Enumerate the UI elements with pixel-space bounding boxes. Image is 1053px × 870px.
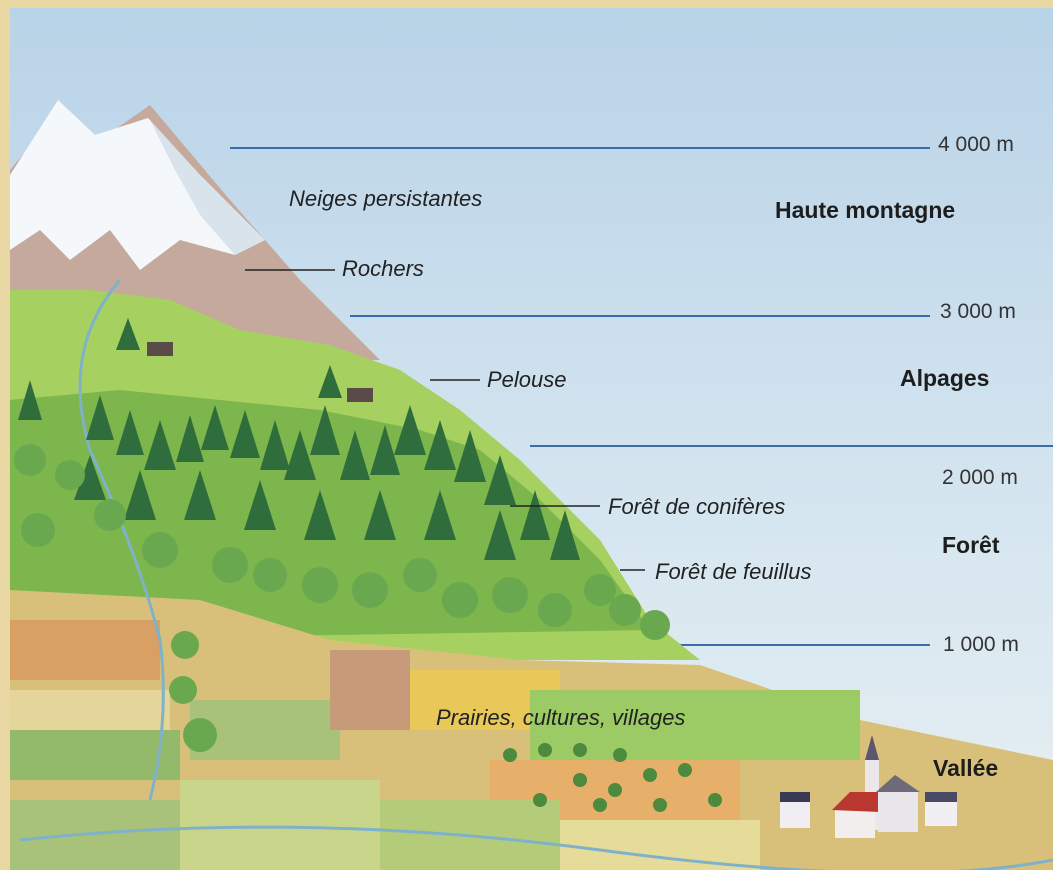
altitude-2000-label: 2 000 m [942,466,1018,489]
zone-vallee: Vallée [933,755,999,781]
orchard-trees [503,743,722,812]
altitude-3000-label: 3 000 m [940,300,1016,323]
label-foret-feuillus: Forêt de feuillus [655,559,812,584]
coniferous-trees [18,318,580,560]
mountain-chalets [147,342,373,402]
label-pelouse: Pelouse [487,367,567,392]
deciduous-trees [14,444,670,752]
snow-shadow [150,120,265,255]
altitude-4000-label: 4 000 m [938,133,1014,156]
label-prairies-cultures-villages: Prairies, cultures, villages [436,705,686,730]
altitude-lines [230,147,1053,646]
label-foret-coniferes: Forêt de conifères [608,494,786,519]
label-rochers: Rochers [342,256,424,281]
zone-foret: Forêt [942,532,1000,558]
village [780,735,957,838]
leader-lines [245,269,645,571]
zone-alpages: Alpages [900,365,990,391]
altitude-1000-label: 1 000 m [943,633,1019,656]
snow-cap [10,100,265,270]
zone-haute-montagne: Haute montagne [775,197,956,223]
label-neiges-persistantes: Neiges persistantes [289,186,483,211]
